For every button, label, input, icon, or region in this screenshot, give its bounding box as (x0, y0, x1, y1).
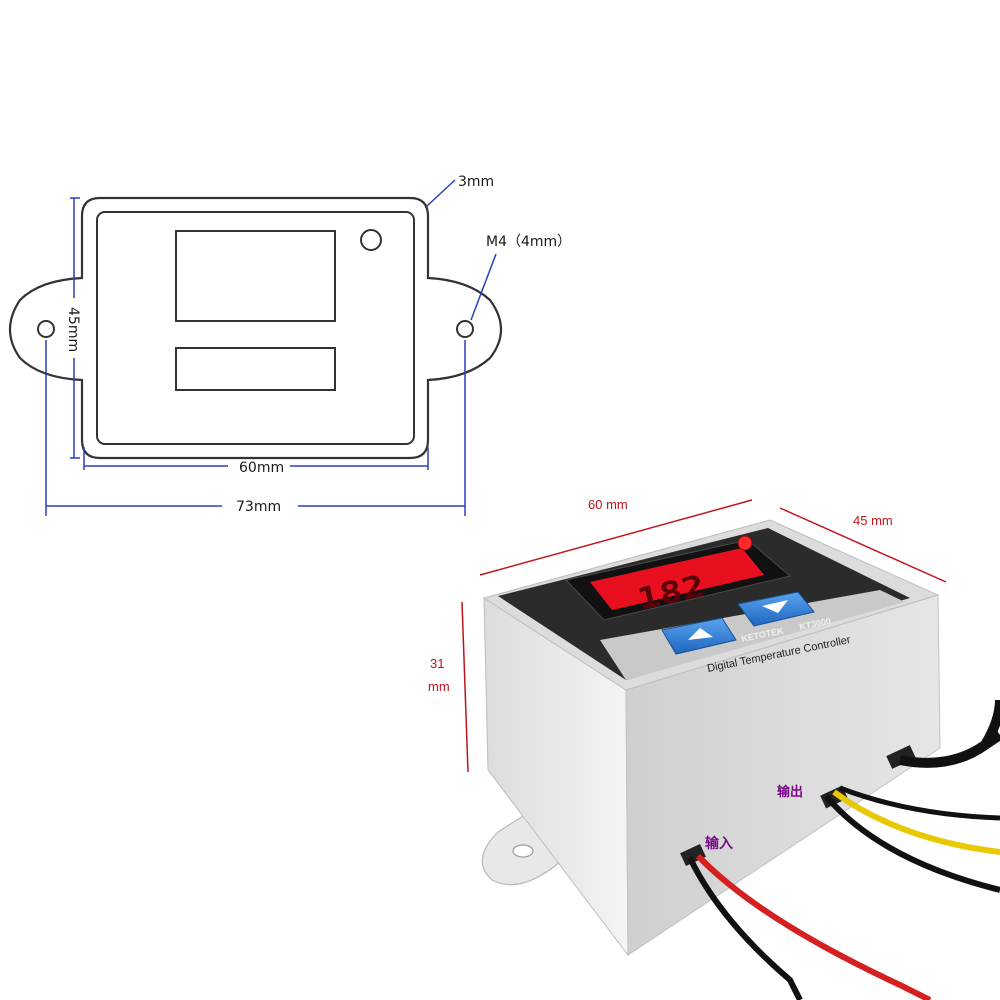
sensor-cable (899, 730, 1000, 768)
product-photo: 60 mm 45 mm 31 mm 182 (428, 497, 1000, 1000)
technical-drawing: 3mm M4（4mm） 45mm 60mm 73mm (9, 174, 571, 516)
down-button[interactable] (737, 591, 815, 627)
hole-label: M4（4mm） (486, 234, 571, 250)
housing-inner-face (96, 211, 415, 445)
inner-width-dimension (83, 447, 429, 470)
display-window (590, 548, 764, 610)
thickness-label: 3mm (458, 174, 494, 190)
front-panel (498, 528, 910, 680)
photo-width-label: 60 mm (588, 497, 628, 512)
output-port (820, 785, 848, 809)
input-port-label: 输入 (705, 835, 733, 852)
outer-width-dimension (45, 340, 466, 516)
indicator-led (737, 535, 753, 551)
button-panel-outline (175, 347, 336, 391)
mounting-hole-left (37, 320, 55, 338)
photo-height-line (461, 601, 469, 773)
outer-width-label: 73mm (236, 499, 281, 515)
display-window-outline (175, 230, 336, 322)
label-strip (600, 590, 905, 680)
mounting-ear-hole (512, 844, 534, 858)
indicator-led-outline (360, 229, 382, 251)
hole-leader (470, 253, 497, 321)
photo-height-label-unit: mm (428, 679, 450, 694)
photo-height-label-number: 31 (430, 656, 444, 671)
output-wire-black (823, 794, 1000, 893)
housing-outline (9, 196, 502, 460)
thickness-leader (426, 179, 456, 207)
down-arrow-icon (762, 600, 788, 613)
photo-depth-line (779, 507, 947, 583)
output-port-label: 输出 (777, 784, 803, 800)
height-label: 45mm (65, 307, 81, 352)
up-button[interactable] (661, 617, 737, 655)
input-wire-red (695, 853, 932, 1000)
input-port (680, 844, 706, 866)
height-dimension (70, 197, 80, 459)
output-wire-yellow (832, 789, 1000, 855)
mounting-hole-right (456, 320, 474, 338)
up-arrow-icon (688, 628, 713, 640)
output-wire-black-2 (839, 785, 1000, 821)
inner-width-label: 60mm (239, 460, 284, 476)
photo-depth-label: 45 mm (853, 513, 893, 528)
input-wire-black (687, 856, 803, 1000)
photo-width-line (479, 499, 753, 576)
